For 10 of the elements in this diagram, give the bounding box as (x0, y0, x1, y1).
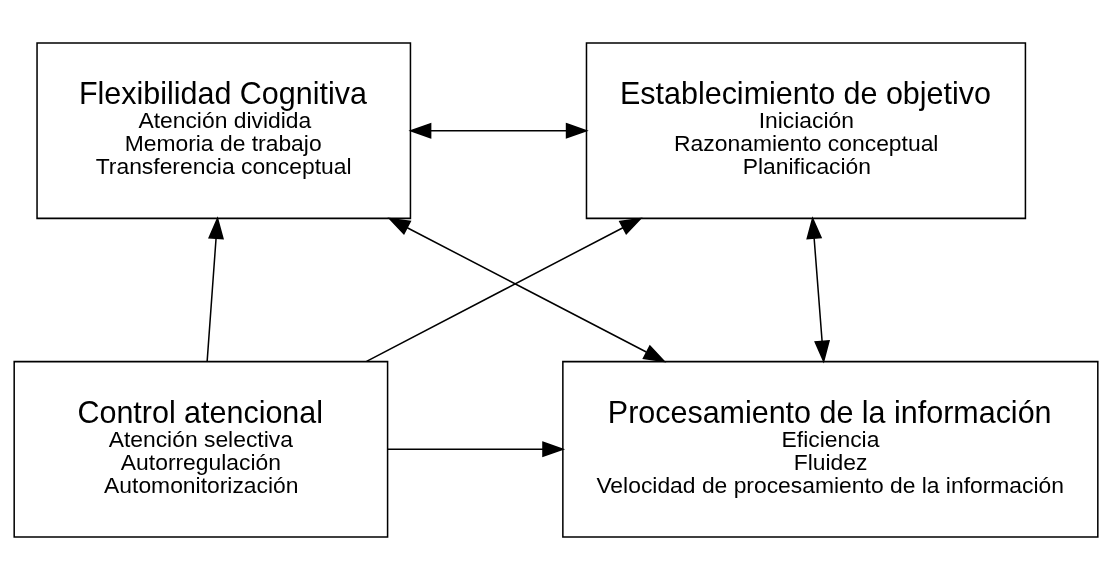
arrow (206, 216, 224, 362)
node-box: Flexibilidad Cognitiva Atención dividida Memoria de trabajo Transferencia conceptual (36, 42, 412, 220)
arrow (387, 217, 667, 363)
node-box: Control atencional Atención selectiva Autorregulación Automonitorización (13, 360, 389, 538)
arrow (387, 441, 566, 458)
arrow (408, 122, 589, 139)
arrow (365, 217, 643, 363)
node-box: Procesamiento de la información Eficiencia Fluidez Velocidad de procesamiento de la información (562, 360, 1099, 538)
node-box: Establecimiento de objetivo Iniciación Razonamiento conceptual Planificación (585, 42, 1027, 220)
arrow (806, 216, 831, 364)
